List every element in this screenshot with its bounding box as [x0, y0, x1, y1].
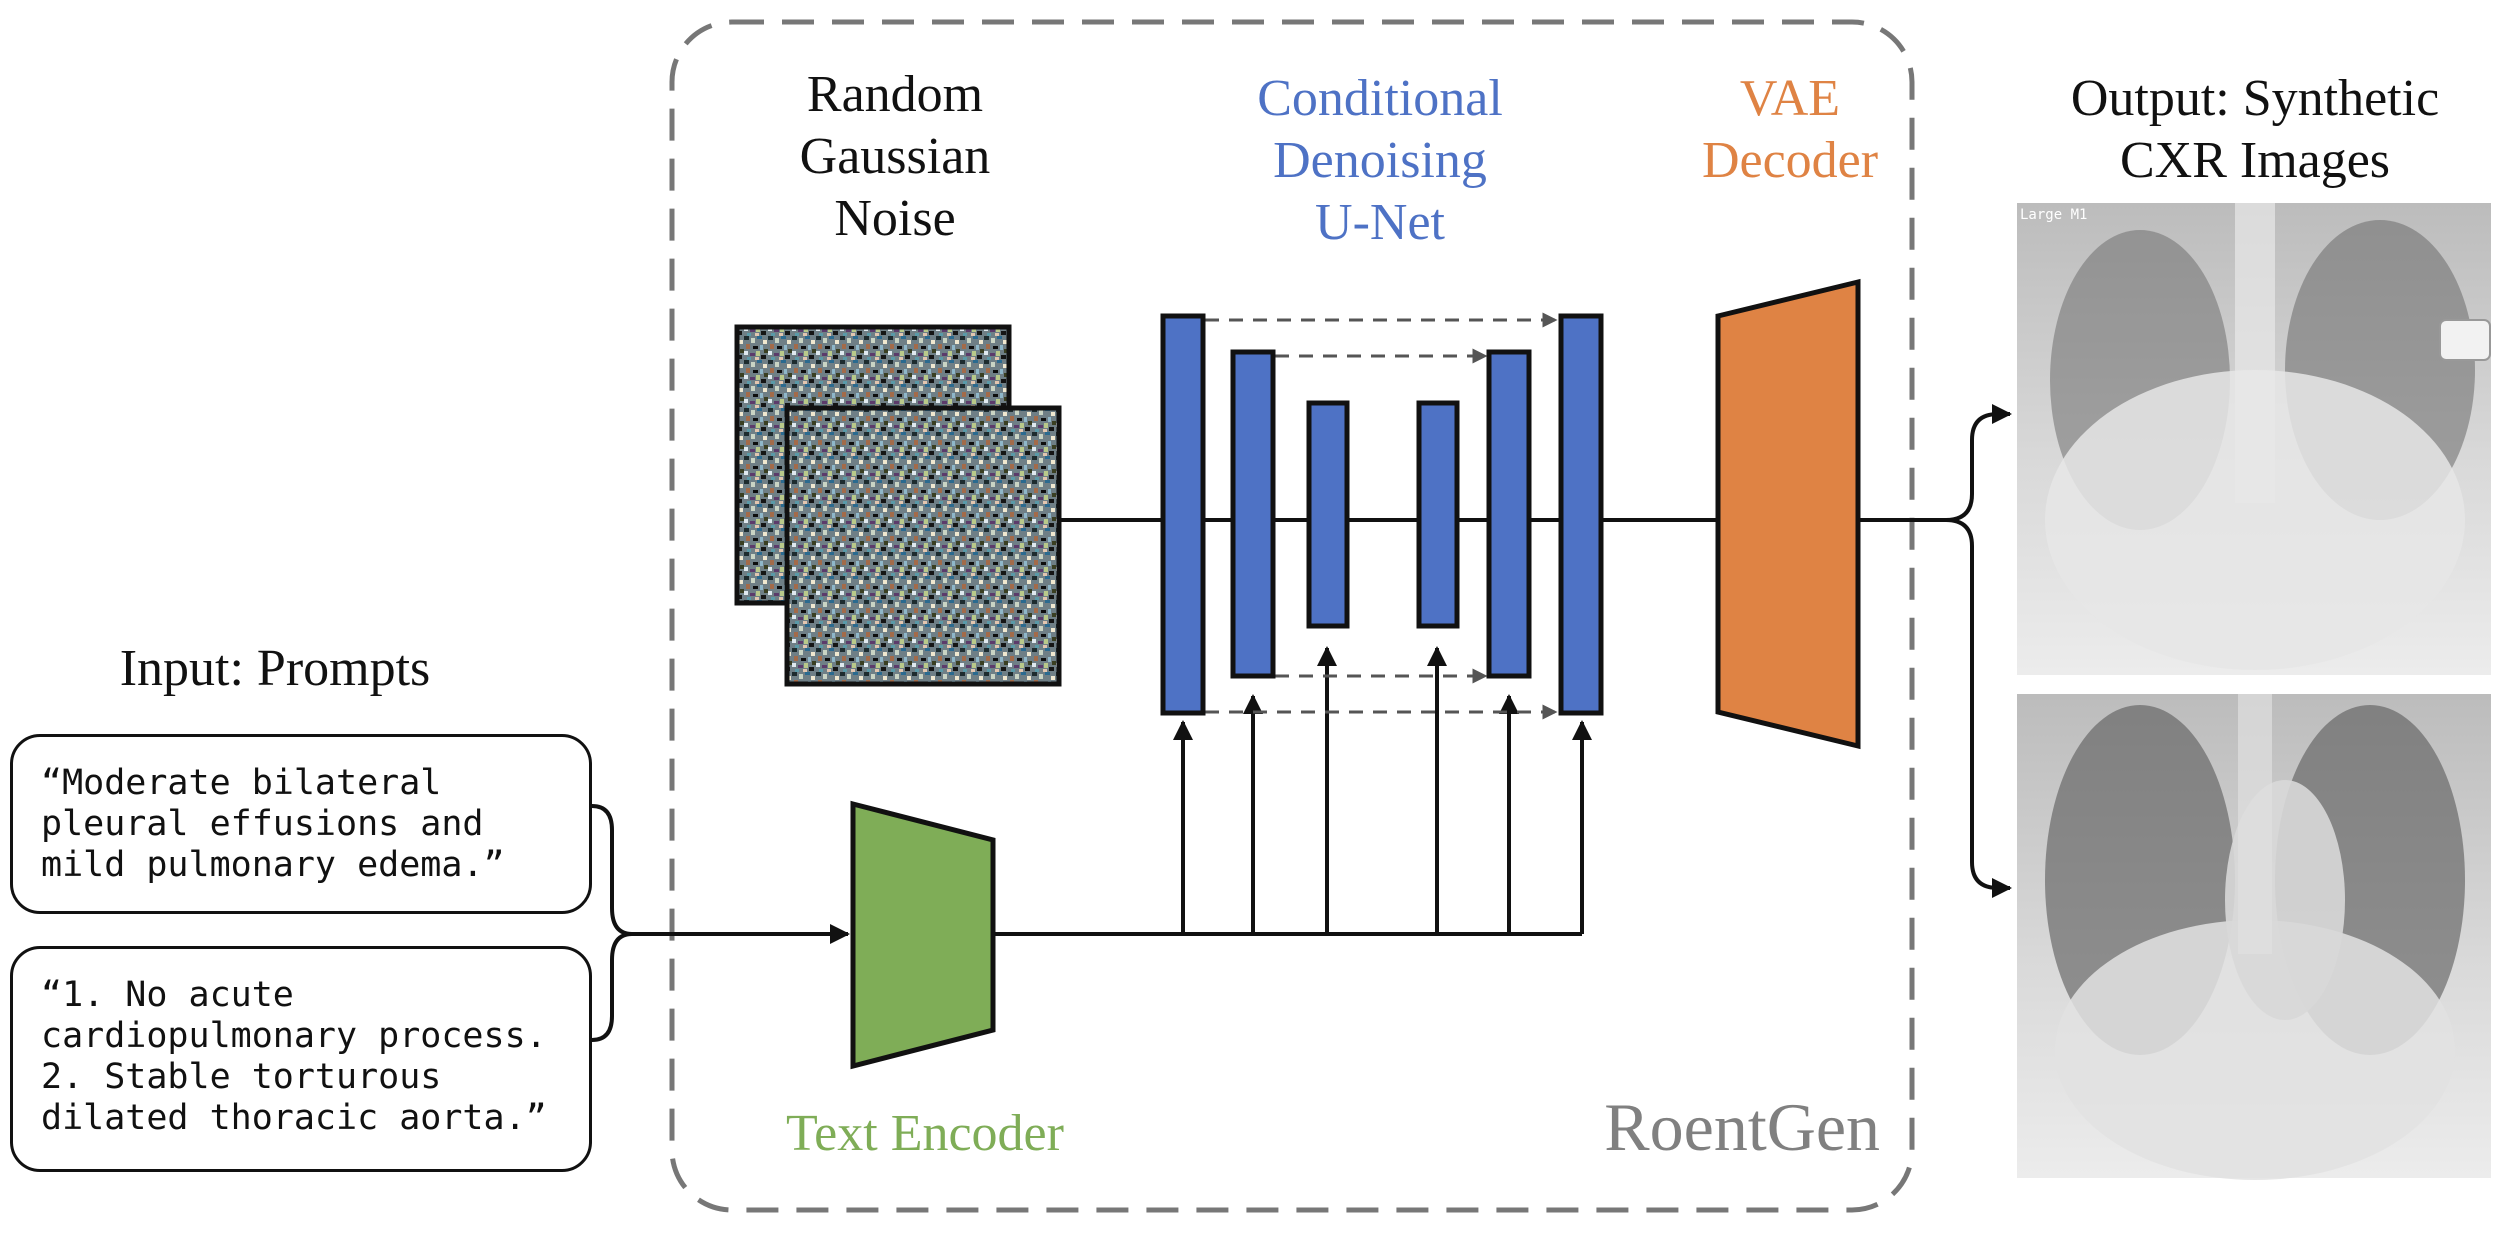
- text-encoder-label: Text Encoder: [786, 1105, 1064, 1162]
- text-encoder-block: [850, 800, 996, 1070]
- unet-label: Conditional Denoising U-Net: [1180, 68, 1580, 254]
- vae-label-line-2: Decoder: [1701, 132, 1879, 189]
- output-label: Output: Synthetic CXR Images: [2020, 68, 2490, 192]
- conditioning-arrows: [1173, 646, 1592, 934]
- unet-blocks: [1160, 313, 1604, 716]
- xray-marker-text: Large M1: [2020, 207, 2088, 223]
- unet-block-5: [1486, 349, 1532, 679]
- roentgen-model-frame: [669, 19, 1915, 1213]
- noise-label: Random Gaussian Noise: [730, 64, 1060, 250]
- vae-label-line-1: VAE: [1739, 70, 1841, 127]
- output-arrow-bottom: [1945, 518, 2012, 898]
- model-name-label: RoentGen: [1604, 1089, 1880, 1165]
- noise-label-line-2: Gaussian: [799, 128, 991, 185]
- noise-label-line-1: Random: [806, 66, 984, 123]
- input-prompts-title: Input: Prompts: [119, 640, 431, 697]
- prompt-box-1[interactable]: “Moderate bilateral pleural effusions an…: [10, 734, 592, 914]
- unet-label-line-2: Denoising: [1273, 132, 1487, 189]
- vae-label: VAE Decoder: [1680, 68, 1900, 192]
- unet-block-6: [1558, 313, 1604, 716]
- vae-decoder-block: [1715, 278, 1861, 750]
- xray-image-2: [2017, 694, 2491, 1180]
- unet-block-2: [1230, 349, 1276, 679]
- unet-label-line-3: U-Net: [1315, 194, 1445, 251]
- output-label-line-2: CXR Images: [2119, 132, 2391, 189]
- output-label-line-1: Output: Synthetic: [2070, 70, 2440, 127]
- unet-label-line-1: Conditional: [1257, 70, 1503, 127]
- unet-block-4: [1416, 400, 1460, 629]
- output-arrow-top: [1858, 404, 2012, 522]
- prompt-bracket: [591, 804, 633, 1042]
- unet-block-3: [1306, 400, 1350, 629]
- noise-image-front: [784, 405, 1062, 687]
- noise-label-line-3: Noise: [834, 190, 956, 247]
- xray-image-1: [2017, 203, 2491, 675]
- prompt-box-2[interactable]: “1. No acute cardiopulmonary process. 2.…: [10, 946, 592, 1172]
- skip-connections: [1205, 312, 1558, 720]
- unet-block-1: [1160, 313, 1206, 716]
